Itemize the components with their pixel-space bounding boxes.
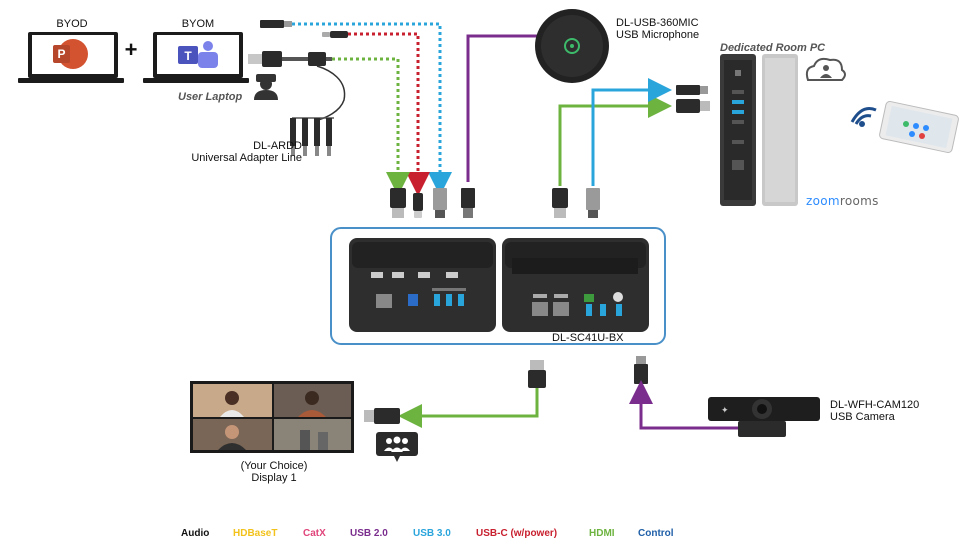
legend-item-usb3: USB 3.0 (413, 528, 451, 539)
adapter-model-label: DL-ARDD (253, 140, 302, 152)
adapter-name-label: Universal Adapter Line (191, 152, 302, 164)
tablet-icon (879, 100, 959, 154)
usb-camera: ✦ (708, 397, 820, 437)
usb2-mic-cable (466, 34, 540, 182)
legend-item-usb2: USB 2.0 (350, 528, 388, 539)
wifi-icon (850, 107, 877, 127)
hdmi-cable-path (332, 57, 410, 196)
usbc-cable-path (348, 32, 430, 196)
svg-text:T: T (184, 49, 192, 63)
mic-model-label: DL-USB-360MIC (616, 17, 699, 29)
room-pc-label: Dedicated Room PC (720, 42, 826, 54)
legend-item-control: Control (638, 528, 674, 539)
camera-model-label: DL-WFH-CAM120 (830, 399, 920, 411)
svg-text:P: P (57, 47, 65, 61)
universal-adapter (290, 52, 346, 156)
zoom-rooms-logo: zoomrooms (806, 194, 879, 208)
byod-label: BYOD (56, 18, 88, 30)
usb2-camera-connector (634, 356, 648, 384)
usb2-connector-mic (461, 188, 475, 218)
people-group-icon (376, 432, 418, 462)
hdmi-connector-1 (390, 188, 406, 218)
usb-a-cable-head (260, 20, 292, 28)
user-icon (254, 74, 278, 100)
mic-name-label: USB Microphone (616, 29, 700, 41)
usb3-connector-pc (586, 188, 600, 218)
hdmi-pc-cable (558, 94, 672, 186)
usb3-connector (433, 188, 447, 218)
hdmi-cable-head (248, 51, 332, 67)
cloud-user-icon (805, 57, 846, 81)
legend-item-catx: CatX (303, 528, 326, 539)
usbc-connector (413, 193, 423, 218)
display-name-label: Display 1 (251, 472, 297, 484)
usb3-pc-cable (591, 78, 672, 186)
pc-usb-plug (676, 85, 708, 95)
powerpoint-icon: P (53, 39, 88, 69)
switcher-left-panel (349, 238, 496, 332)
camera-name-label: USB Camera (830, 411, 895, 423)
display-choice-label: (Your Choice) (240, 460, 308, 472)
display-hdmi-plug (364, 408, 400, 424)
usb3-cable-path (292, 22, 452, 196)
plus-sign: + (124, 37, 138, 62)
svg-text:✦: ✦ (721, 406, 729, 416)
hdmi-out-cable (398, 388, 539, 428)
legend-item-hdmi: HDMI (589, 528, 615, 539)
zoom-brand: zoom (806, 194, 840, 208)
byom-laptop: T (143, 32, 249, 83)
usb2-camera-cable (629, 380, 738, 430)
usb-microphone (535, 9, 609, 83)
byom-label: BYOM (181, 18, 215, 30)
legend: Audio HDBaseT CatX USB 2.0 USB 3.0 USB-C… (0, 528, 975, 542)
switcher-model-label: DL-SC41U-BX (552, 332, 624, 344)
hdmi-out-connector (528, 360, 546, 388)
usbc-cable-head (322, 31, 348, 38)
legend-item-audio: Audio (181, 528, 210, 539)
user-laptop-label: User Laptop (178, 91, 243, 103)
room-pc (720, 54, 798, 206)
hdmi-connector-pc (552, 188, 568, 218)
switcher-right-panel (502, 238, 649, 332)
byod-laptop: P (18, 32, 124, 83)
teams-icon: T (178, 41, 218, 68)
pc-hdmi-plug (676, 99, 710, 113)
display-monitor (190, 381, 354, 453)
zoom-suffix: rooms (839, 194, 879, 208)
legend-item-hdbaset: HDBaseT (233, 528, 278, 539)
legend-item-usbc: USB-C (w/power) (476, 528, 558, 539)
